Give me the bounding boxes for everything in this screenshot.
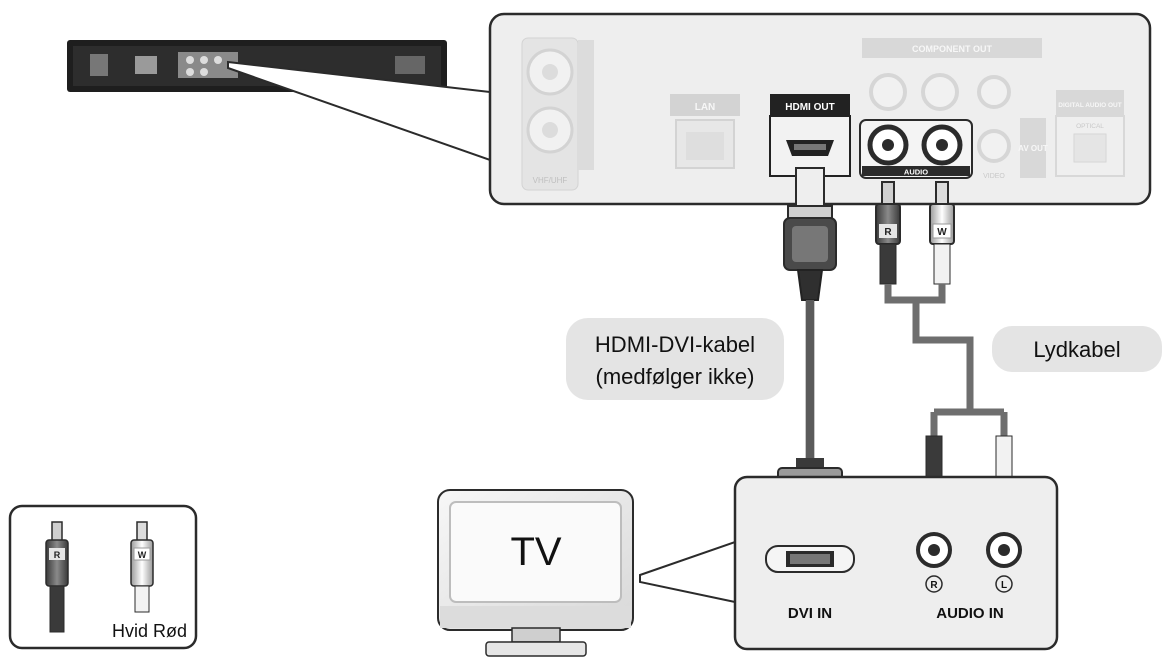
component-out-label: COMPONENT OUT	[912, 44, 993, 54]
zoom-callout	[227, 60, 491, 162]
legend-white-plug: W	[130, 521, 154, 613]
hdmi-out-port: HDMI OUT	[769, 94, 851, 177]
player-rear-panel: VHF/UHF LAN HDMI OUT COMPONENT OUT VIDEO	[488, 12, 1152, 206]
hdmi-dvi-cable-label: HDMI-DVI-kabel	[595, 332, 755, 357]
lan-port: LAN	[670, 94, 740, 169]
hdmi-dvi-cable-badge: HDMI-DVI-kabel (medfølger ikke)	[566, 318, 784, 400]
optical-label: OPTICAL	[1076, 123, 1104, 130]
legend-red-plug: R	[45, 521, 69, 633]
dvi-in-label: DVI IN	[788, 605, 832, 622]
audio-label: AUDIO	[904, 168, 928, 177]
hdmi-dvi-cable-note: (medfølger ikke)	[596, 364, 755, 389]
audio-cable-label: Lydkabel	[1033, 337, 1120, 362]
plug-color-legend: R W Hvid Rød	[8, 504, 198, 650]
white-plug-player: W	[929, 181, 955, 285]
lan-label: LAN	[695, 102, 716, 113]
audio-out-jacks: AUDIO	[859, 119, 973, 179]
dvi-in-port: DVI IN	[765, 545, 855, 622]
legend-red-letter: R	[54, 550, 61, 560]
component-out-section: COMPONENT OUT VIDEO	[862, 38, 1042, 180]
hdmi-out-label: HDMI OUT	[785, 102, 834, 113]
tv-label: TV	[510, 530, 561, 574]
audio-in-jacks: R L AUDIO IN	[916, 532, 1022, 622]
audio-in-left-marker: L	[1001, 580, 1007, 591]
white-plug-letter: W	[937, 227, 947, 238]
audio-in-right-marker: R	[930, 580, 938, 591]
antenna-section: VHF/UHF	[521, 37, 594, 191]
av-out-tag: AV OUT	[1018, 118, 1048, 178]
red-plug-player: R	[875, 181, 901, 285]
av-out-label: AV OUT	[1018, 144, 1048, 153]
tv-rear-panel: DVI IN R L AUDIO IN	[733, 475, 1059, 651]
audio-in-label: AUDIO IN	[936, 605, 1004, 622]
audio-cable-badge: Lydkabel	[992, 326, 1162, 372]
digital-audio-out-port: DIGITAL AUDIO OUT OPTICAL	[1055, 90, 1125, 177]
tv-zoom-callout	[639, 540, 736, 604]
legend-caption: Hvid Rød	[112, 621, 187, 641]
tv-set: TV	[437, 489, 634, 657]
red-plug-letter: R	[884, 227, 892, 238]
legend-white-letter: W	[138, 550, 147, 560]
vhf-uhf-label: VHF/UHF	[533, 176, 568, 185]
digital-audio-out-label: DIGITAL AUDIO OUT	[1058, 102, 1121, 109]
video-label: VIDEO	[983, 173, 1005, 180]
